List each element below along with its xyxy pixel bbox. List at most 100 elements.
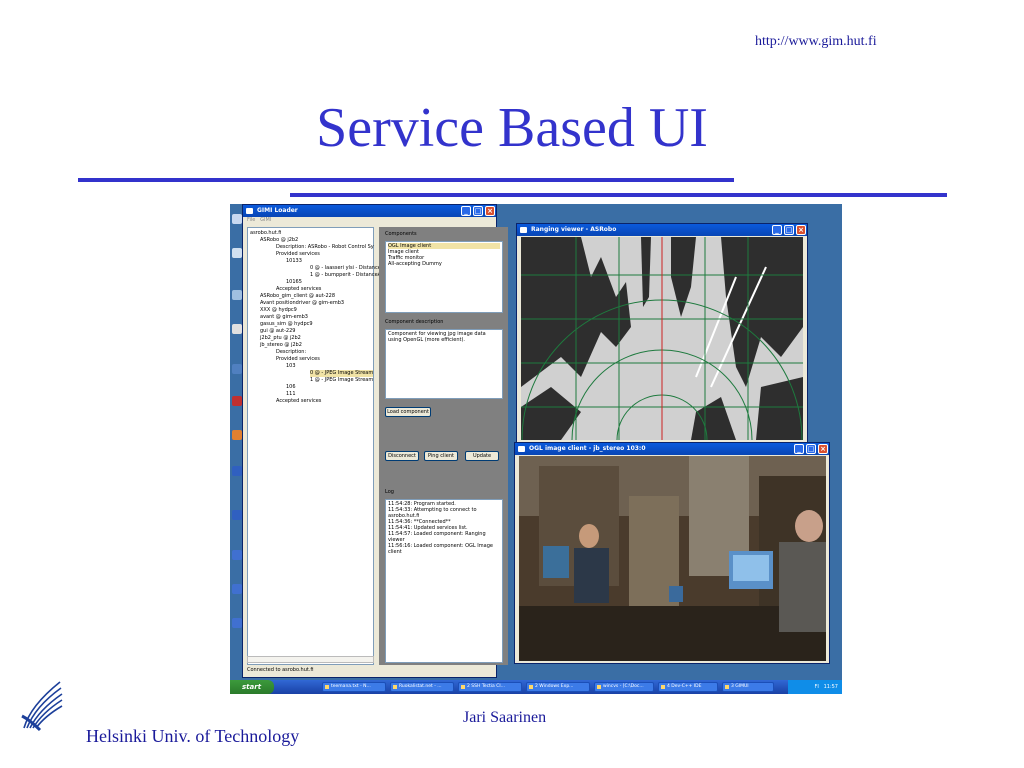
component-item[interactable]: Traffic monitor (388, 255, 425, 261)
ranging-viewer-window: Ranging viewer - ASRobo _ □ × (516, 223, 808, 443)
tree-node[interactable]: Description: (276, 349, 307, 355)
component-item[interactable]: OGL Image client (388, 243, 500, 249)
tree-node[interactable]: j2b2_ptu @ j2b2 (260, 335, 301, 341)
ping-client-button[interactable]: Ping client (424, 451, 458, 461)
tree-node[interactable]: Provided services (276, 251, 320, 257)
slide-institution: Helsinki Univ. of Technology (86, 726, 300, 746)
window-icon (246, 208, 253, 214)
tree-node[interactable]: XXX @ hydpc9 (260, 307, 297, 313)
log-line: 11:54:36: **Connected** (388, 519, 451, 525)
close-icon[interactable]: × (818, 444, 828, 454)
gimi-loader-window: GIMI Loader _ □ × File GIMI asrobo.hut.f… (242, 204, 508, 678)
slide-author: Jari Saarinen (463, 709, 547, 726)
horizontal-scrollbar[interactable] (247, 656, 374, 663)
log-box: 11:54:28: Program started. 11:54:33: Att… (385, 499, 503, 663)
tree-node[interactable]: ASRobo_gim_client @ aut-228 (260, 293, 336, 299)
tree-node[interactable]: gasus_sim @ hydpc9 (260, 321, 313, 327)
tree-node[interactable]: Description: ASRobo - Robot Control Sy (276, 244, 374, 250)
tree-node[interactable]: 106 (286, 384, 296, 390)
tree-node[interactable]: Accepted services (276, 398, 322, 404)
tree-node[interactable]: 111 (286, 391, 296, 397)
tree-node[interactable]: asrobo.hut.fi (250, 230, 282, 236)
shortcut-icon (232, 364, 242, 374)
app-icon-2 (232, 584, 242, 594)
gimi-titlebar[interactable]: GIMI Loader _ □ × (243, 205, 496, 217)
tree-node[interactable]: Provided services (276, 356, 320, 362)
tree-node[interactable]: jb_stereo @ j2b2 (260, 342, 302, 348)
taskbar-item[interactable]: teemana.txt - N... (322, 682, 386, 692)
maximize-icon[interactable]: □ (784, 225, 794, 235)
disconnect-button[interactable]: Disconnect (385, 451, 419, 461)
maximize-icon[interactable]: □ (806, 444, 816, 454)
description-label: Component description (385, 319, 444, 325)
close-icon[interactable]: × (796, 225, 806, 235)
component-panel: Components OGL Image client Image client… (379, 227, 508, 665)
tree-node-selected[interactable]: 0 @ - JPEG Image Stream (310, 370, 374, 377)
taskbar-item[interactable]: 2 SSH Tectia Cl... (458, 682, 522, 692)
my-computer-icon (232, 248, 242, 258)
notepad-icon (325, 685, 329, 689)
tree-node[interactable]: 1 @ - bumpperit - DistanceArra (310, 272, 389, 278)
language-indicator[interactable]: FI (814, 684, 819, 690)
tree-node[interactable]: gui @ aut-229 (260, 328, 296, 334)
log-label: Log (385, 489, 394, 495)
range-map-canvas[interactable] (521, 237, 803, 440)
tree-node[interactable]: ASRobo @ j2b2 (260, 237, 299, 243)
browser-icon (393, 685, 397, 689)
desktop-screenshot: GIMI Loader _ □ × File GIMI asrobo.hut.f… (230, 204, 842, 694)
taskbar-item[interactable]: Ruokalistat.net - ... (390, 682, 454, 692)
log-line: 11:54:57: Loaded component: Ranging view… (388, 531, 486, 543)
ssh-icon (232, 466, 242, 476)
menu-gimi[interactable]: GIMI (260, 217, 272, 223)
taskbar-item[interactable]: wincvs - [C:\Doc... (594, 682, 654, 692)
update-button[interactable]: Update (465, 451, 499, 461)
minimize-icon[interactable]: _ (461, 206, 471, 216)
window-icon (520, 227, 527, 233)
menu-file[interactable]: File (247, 217, 256, 223)
close-icon[interactable]: × (485, 206, 495, 216)
taskbar-item-label: teemana.txt - N... (331, 684, 371, 689)
tree-node[interactable]: avant @ gim-emb3 (260, 314, 308, 320)
tree-node[interactable]: 10165 (286, 279, 302, 285)
components-label: Components (385, 231, 417, 237)
taskbar-item-label: 4 Dev-C++ IDE (667, 684, 702, 689)
service-tree[interactable]: asrobo.hut.fi ASRobo @ j2b2 Description:… (247, 227, 388, 665)
ogl-image-client-window: OGL image client - jb_stereo 103:0 _ □ × (514, 442, 830, 664)
load-component-button[interactable]: Load component (385, 407, 431, 417)
ogl-titlebar[interactable]: OGL image client - jb_stereo 103:0 _ □ × (515, 443, 829, 455)
start-button[interactable]: start (230, 680, 274, 694)
tree-node[interactable]: 10133 (286, 258, 302, 264)
minimize-icon[interactable]: _ (772, 225, 782, 235)
components-list[interactable]: OGL Image client Image client Traffic mo… (385, 241, 503, 313)
component-item[interactable]: All-accepting Dummy (388, 261, 442, 267)
taskbar-item-label: Ruokalistat.net - ... (399, 684, 442, 689)
university-logo (21, 681, 63, 732)
camera-image (519, 456, 826, 661)
tree-node[interactable]: 0 @ - laasseri ylsi - DistanceAr (310, 265, 387, 271)
maximize-icon[interactable]: □ (473, 206, 483, 216)
taskbar-item[interactable]: 3 GIMUI (722, 682, 774, 692)
camera-frame (519, 456, 826, 661)
tree-node[interactable]: Avant positiondriver @ gim-emb3 (260, 300, 345, 306)
status-bar: Connected to asrobo.hut.fi (247, 667, 314, 673)
clock: 11:57 (823, 684, 838, 690)
ranging-titlebar[interactable]: Ranging viewer - ASRobo _ □ × (517, 224, 807, 236)
ssh-icon (461, 685, 465, 689)
slide-title: Service Based UI (316, 97, 708, 159)
tree-node[interactable]: 1 @ - JPEG Image Stream (310, 377, 374, 383)
taskbar-item-label: 2 SSH Tectia Cl... (467, 684, 505, 689)
ogl-window-title: OGL image client - jb_stereo 103:0 (529, 445, 646, 452)
window-icon (518, 446, 525, 452)
tree-node[interactable]: 103 (286, 363, 296, 369)
taskbar-item[interactable]: 4 Dev-C++ IDE (658, 682, 718, 692)
log-line: 11:54:41: Updated services list. (388, 525, 468, 531)
tree-node[interactable]: Accepted services (276, 286, 322, 292)
folder-icon (529, 685, 533, 689)
component-item[interactable]: Image client (388, 249, 419, 255)
minimize-icon[interactable]: _ (794, 444, 804, 454)
network-icon (232, 290, 242, 300)
slide-url[interactable]: http://www.gim.hut.fi (755, 34, 877, 49)
taskbar-item[interactable]: 2 Windows Exp... (526, 682, 590, 692)
desktop-icons (230, 204, 244, 680)
title-rule-lower (290, 193, 947, 197)
